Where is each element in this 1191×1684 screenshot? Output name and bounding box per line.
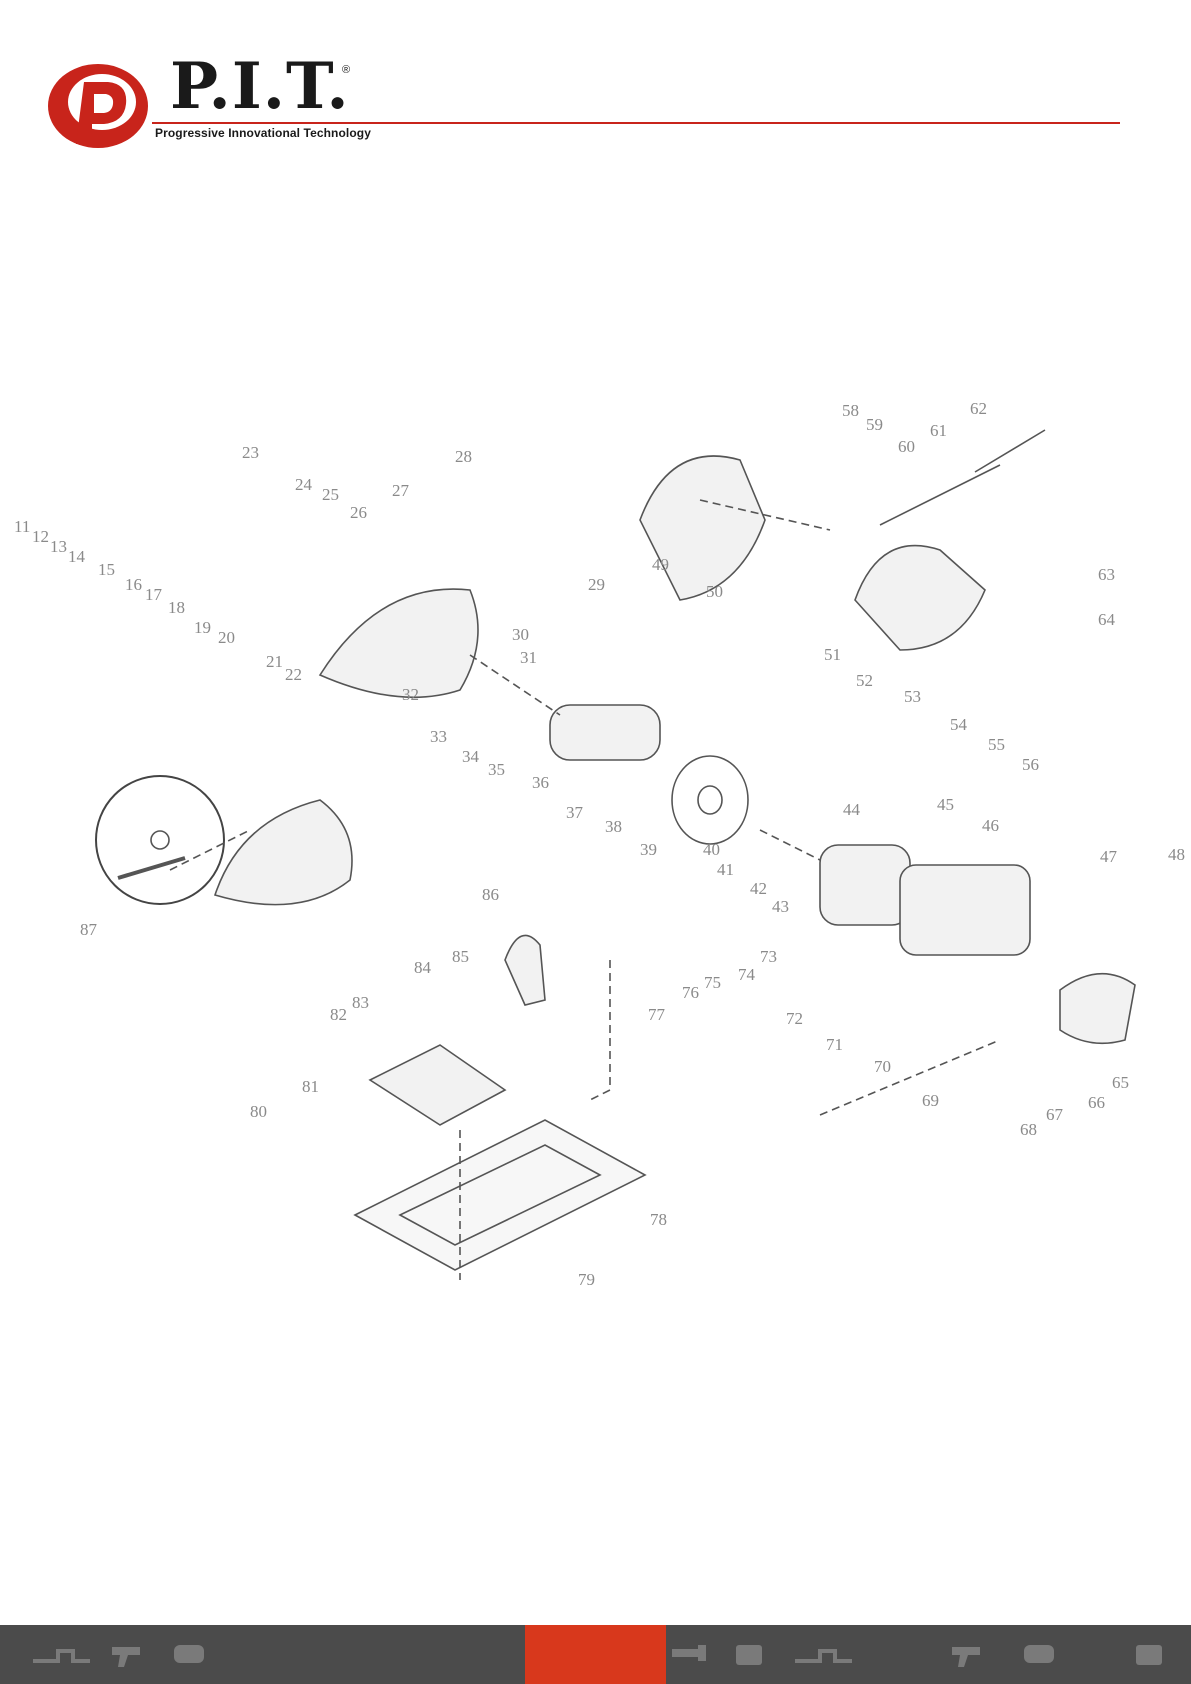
- part-number-label: 15: [98, 560, 115, 579]
- header-divider: [152, 122, 1120, 124]
- part-number-label: 38: [605, 817, 622, 836]
- part-number-label: 46: [982, 816, 999, 835]
- part-number-label: 82: [330, 1005, 347, 1024]
- part-number-label: 21: [266, 652, 283, 671]
- compressor-icon: [736, 1645, 762, 1665]
- part-number-label: 76: [682, 983, 699, 1002]
- part-number-label: 70: [874, 1057, 891, 1076]
- part-number-label: 62: [970, 400, 987, 418]
- part-number-label: 37: [566, 803, 584, 822]
- part-number-label: 81: [302, 1077, 319, 1096]
- part-number-label: 87: [80, 920, 98, 939]
- part-number-label: 47: [1100, 847, 1118, 866]
- part-number-label: 65: [1112, 1073, 1129, 1092]
- part-number-label: 31: [520, 648, 537, 667]
- part-number-label: 22: [285, 665, 302, 684]
- part-number-label: 67: [1046, 1105, 1064, 1124]
- part-number-label: 40: [703, 840, 720, 859]
- part-number-label: 84: [414, 958, 432, 977]
- saw-icon: [33, 1649, 90, 1663]
- part-number-label: 58: [842, 401, 859, 420]
- part-number-label: 29: [588, 575, 605, 594]
- part-number-label: 44: [843, 800, 861, 819]
- part-number-label: 27: [392, 481, 410, 500]
- part-number-label: 61: [930, 421, 947, 440]
- part-number-label: 26: [350, 503, 367, 522]
- brand-name: P.I.T.: [170, 49, 350, 124]
- part-number-label: 19: [194, 618, 211, 637]
- part-number-label: 16: [125, 575, 142, 594]
- part-number-label: 41: [717, 860, 734, 879]
- part-number-label: 54: [950, 715, 968, 734]
- part-number-label: 80: [250, 1102, 267, 1121]
- mixer-icon: [174, 1645, 204, 1663]
- part-number-label: 14: [68, 547, 86, 566]
- part-number-label: 83: [352, 993, 369, 1012]
- part-number-label: 36: [532, 773, 549, 792]
- part-number-label: 56: [1022, 755, 1039, 774]
- part-number-label: 78: [650, 1210, 667, 1229]
- part-number-label: 85: [452, 947, 469, 966]
- part-number-label: 43: [772, 897, 789, 916]
- part-number-label: 52: [856, 671, 873, 690]
- part-number-label: 28: [455, 447, 472, 466]
- part-number-label: 34: [462, 747, 480, 766]
- part-number-label: 74: [738, 965, 756, 984]
- part-number-label: 35: [488, 760, 505, 779]
- hammer-icon: [672, 1645, 706, 1661]
- brand-tagline: Progressive Innovational Technology: [155, 126, 371, 140]
- part-number-label: 25: [322, 485, 339, 504]
- part-number-label: 24: [295, 475, 313, 494]
- part-number-label: 50: [706, 582, 723, 601]
- part-number-label: 69: [922, 1091, 939, 1110]
- part-number-label: 20: [218, 628, 235, 647]
- part-number-label: 53: [904, 687, 921, 706]
- part-number-label: 45: [937, 795, 954, 814]
- drill-icon-repeat: [952, 1647, 980, 1667]
- part-number-label: 68: [1020, 1120, 1037, 1139]
- part-number-label: 23: [242, 443, 259, 462]
- part-number-label: 64: [1098, 610, 1116, 629]
- part-number-label: 57: [812, 400, 830, 404]
- part-number-label: 60: [898, 437, 915, 456]
- pit-logo-icon: [48, 64, 148, 148]
- part-number-label: 72: [786, 1009, 803, 1028]
- part-number-label: 66: [1088, 1093, 1105, 1112]
- mixer-icon-repeat: [1024, 1645, 1054, 1663]
- part-number-label: 49: [652, 555, 669, 574]
- part-labels: 0102030405060708091011121314151617181920…: [14, 400, 1185, 1289]
- part-number-label: 11: [14, 517, 30, 536]
- page-header: P.I.T. ® Progressive Innovational Techno…: [0, 0, 1191, 160]
- part-number-label: 48: [1168, 845, 1185, 864]
- part-number-label: 17: [145, 585, 163, 604]
- part-number-label: 51: [824, 645, 841, 664]
- part-number-label: 18: [168, 598, 185, 617]
- part-number-label: 32: [402, 685, 419, 704]
- part-number-label: 33: [430, 727, 447, 746]
- part-number-label: 77: [648, 1005, 666, 1024]
- part-number-label: 30: [512, 625, 529, 644]
- diagram-parts: [95, 429, 1136, 1280]
- page-footer: [0, 1625, 1191, 1684]
- part-number-label: 63: [1098, 565, 1115, 584]
- registered-mark: ®: [342, 64, 351, 76]
- part-number-label: 39: [640, 840, 657, 859]
- part-number-label: 71: [826, 1035, 843, 1054]
- sander-icon: [795, 1649, 852, 1663]
- part-number-label: 75: [704, 973, 721, 992]
- part-number-label: 79: [578, 1270, 595, 1289]
- compressor-icon-repeat: [1136, 1645, 1162, 1665]
- footer-accent-block: [525, 1625, 666, 1684]
- part-number-label: 73: [760, 947, 777, 966]
- exploded-parts-diagram: 0102030405060708091011121314151617181920…: [14, 400, 1185, 1289]
- part-number-label: 55: [988, 735, 1005, 754]
- part-number-label: 59: [866, 415, 883, 434]
- part-number-label: 13: [50, 537, 67, 556]
- part-number-label: 12: [32, 527, 49, 546]
- part-number-label: 42: [750, 879, 767, 898]
- drill-icon: [112, 1647, 140, 1667]
- part-number-label: 86: [482, 885, 499, 904]
